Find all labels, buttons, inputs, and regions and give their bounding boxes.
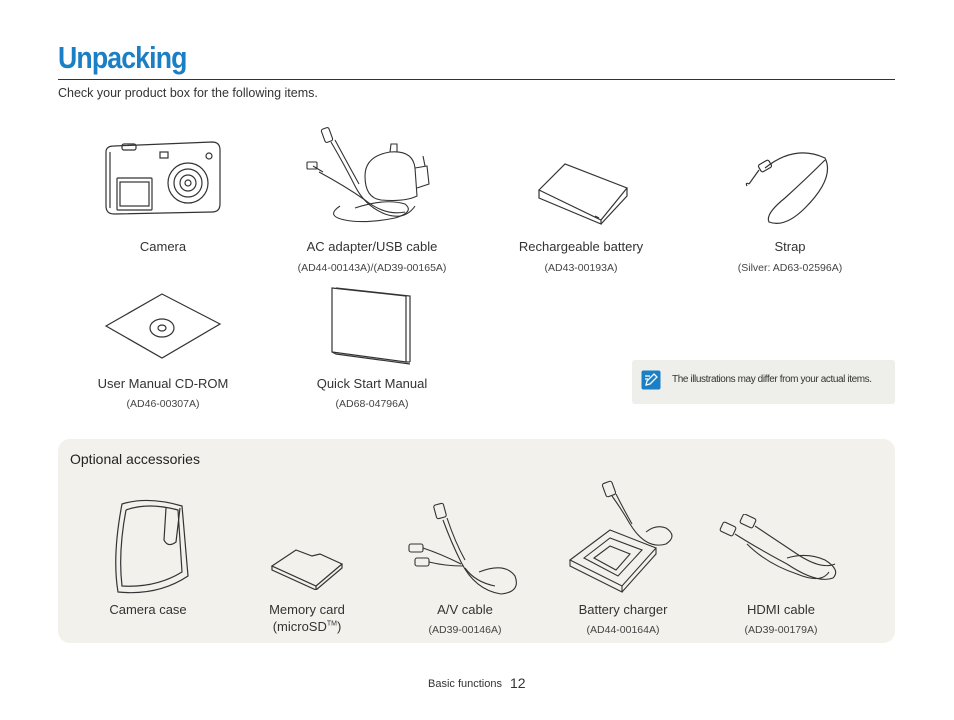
manual-image bbox=[330, 286, 412, 366]
av-cable-image bbox=[405, 502, 525, 602]
opt-code-hdmi-cable: (AD39-00179A) bbox=[744, 624, 818, 636]
ac-adapter-image bbox=[305, 126, 435, 226]
opt-code-av-cable: (AD39-00146A) bbox=[428, 624, 502, 636]
battery-image bbox=[535, 160, 630, 225]
item-label-camera: Camera bbox=[139, 239, 187, 254]
item-code-manual: (AD68-04796A) bbox=[335, 398, 409, 410]
opt-label-camera-case: Camera case bbox=[109, 602, 187, 617]
item-code-ac-adapter: (AD44-00143A)/(AD39-00165A) bbox=[297, 262, 447, 274]
item-label-manual: Quick Start Manual bbox=[316, 376, 428, 391]
optional-accessories-panel bbox=[58, 439, 895, 643]
opt-label-memory-card: Memory card bbox=[269, 602, 345, 617]
item-code-strap: (Silver: AD63-02596A) bbox=[737, 262, 843, 274]
title-divider bbox=[58, 79, 895, 80]
trademark-sup: TM bbox=[326, 620, 337, 628]
opt-label-battery-charger: Battery charger bbox=[578, 602, 668, 617]
page-number: 12 bbox=[510, 675, 526, 691]
item-label-battery: Rechargeable battery bbox=[518, 239, 644, 254]
hdmi-cable-image bbox=[717, 514, 842, 592]
note-box: The illustrations may differ from your a… bbox=[632, 360, 895, 404]
opt-label-memory-card-sub: (microSDTM) bbox=[272, 619, 342, 634]
item-code-battery: (AD43-00193A) bbox=[544, 262, 618, 274]
camera-case-image bbox=[108, 496, 192, 598]
page-title: Unpacking bbox=[58, 40, 187, 75]
opt-label-av-cable: A/V cable bbox=[437, 602, 493, 617]
memory-card-image bbox=[268, 546, 346, 590]
camera-image bbox=[100, 138, 225, 218]
optional-accessories-title: Optional accessories bbox=[70, 451, 200, 467]
item-label-cd-rom: User Manual CD-ROM bbox=[97, 376, 229, 391]
opt-label-hdmi-cable: HDMI cable bbox=[747, 602, 815, 617]
footer-section: Basic functions bbox=[428, 678, 502, 690]
opt-code-battery-charger: (AD44-00164A) bbox=[586, 624, 660, 636]
battery-charger-image bbox=[566, 480, 686, 600]
note-pencil-icon bbox=[641, 370, 661, 395]
cd-rom-image bbox=[104, 292, 222, 362]
note-text: The illustrations may differ from your a… bbox=[672, 374, 872, 385]
item-code-cd-rom: (AD46-00307A) bbox=[126, 398, 200, 410]
item-label-ac-adapter: AC adapter/USB cable bbox=[306, 239, 438, 254]
strap-image bbox=[745, 148, 835, 228]
page-subtitle: Check your product box for the following… bbox=[58, 86, 318, 100]
item-label-strap: Strap bbox=[774, 239, 806, 254]
